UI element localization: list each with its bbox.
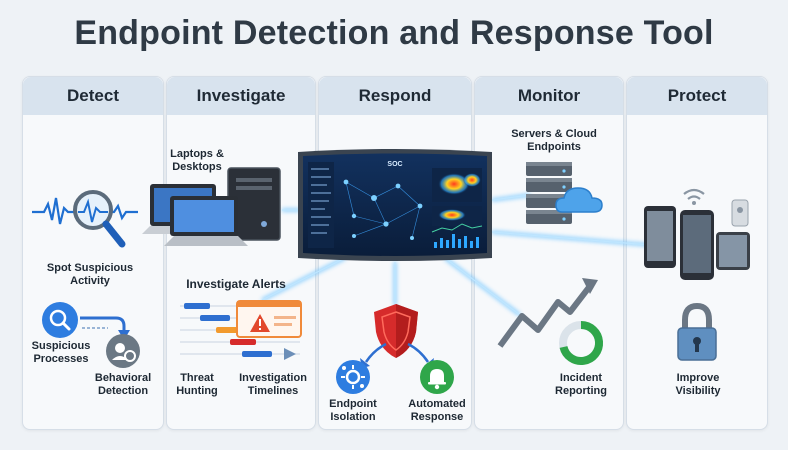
donut-progress-icon: [559, 320, 604, 365]
page-title: Endpoint Detection and Response Tool: [74, 14, 714, 52]
desktop-tower-icon: [227, 167, 281, 241]
padlock-icon: [677, 302, 717, 361]
magnifier-pulse-icon: [32, 190, 138, 248]
label-investigation-timelines: Investigation Timelines: [239, 372, 307, 397]
column-header-protect: Protect: [627, 77, 767, 115]
label-incident-reporting: Incident Reporting: [555, 372, 607, 397]
label-automated-response: Automated Response: [408, 398, 466, 423]
label-laptops-desktops: Laptops & Desktops: [170, 148, 224, 173]
label-suspicious-processes: Suspicious Processes: [31, 340, 91, 365]
column-header-respond: Respond: [319, 77, 471, 115]
alert-window-icon: [236, 300, 302, 338]
column-investigate: Investigate: [166, 76, 316, 430]
column-detect: Detect: [22, 76, 164, 430]
column-header-monitor: Monitor: [475, 77, 623, 115]
search-icon: [42, 302, 78, 338]
bell-icon: [420, 360, 454, 394]
laptop-icon: [142, 184, 248, 246]
mobile-devices-icon: [644, 188, 750, 280]
server-cloud-icon: [526, 162, 603, 224]
label-improve-visibility: Improve Visibility: [675, 372, 721, 397]
label-threat-hunting: Threat Hunting: [176, 372, 218, 397]
behavior-gear-icon: [106, 334, 140, 368]
label-servers-cloud: Servers & Cloud Endpoints: [511, 128, 597, 153]
soc-label: SOC: [387, 161, 402, 168]
column-header-detect: Detect: [23, 77, 163, 115]
network-gear-icon: [336, 360, 370, 394]
soc-monitor-icon: SOC: [298, 149, 492, 261]
label-behavioral-detection: Behavioral Detection: [94, 372, 152, 397]
label-spot-suspicious: Spot Suspicious Activity: [46, 262, 134, 287]
trend-chart-icon: [497, 278, 598, 348]
column-header-investigate: Investigate: [167, 77, 315, 115]
column-monitor: Monitor: [474, 76, 624, 430]
label-endpoint-isolation: Endpoint Isolation: [329, 398, 377, 423]
label-investigate-alerts: Investigate Alerts: [186, 277, 286, 291]
